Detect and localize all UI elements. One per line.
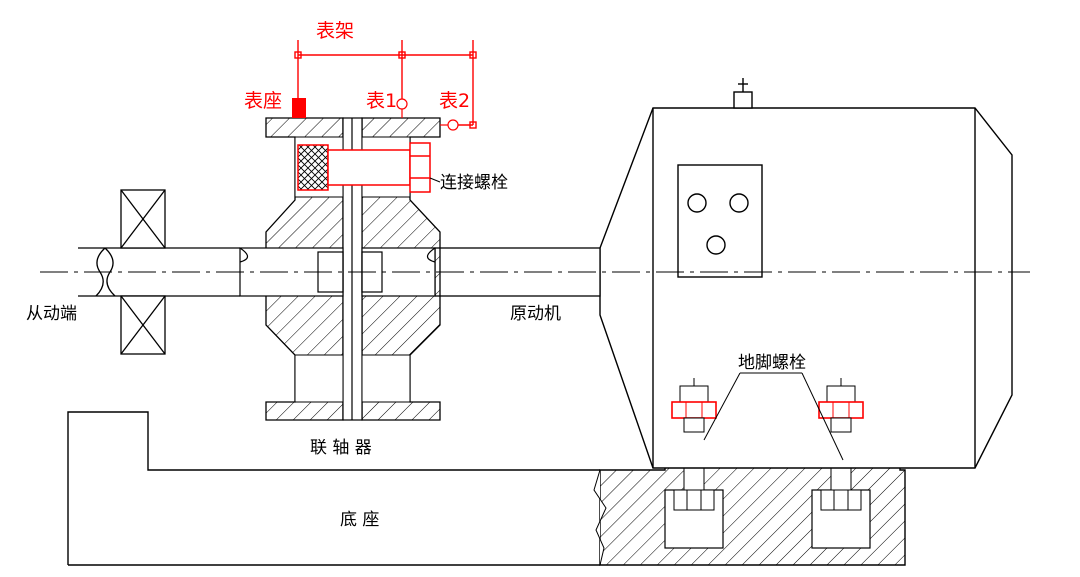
prime-mover-body <box>599 78 1013 469</box>
label-gauge-frame: 表架 <box>316 20 355 42</box>
anchor-bolt-leaders <box>703 372 844 461</box>
label-gauge-2: 表2 <box>439 90 471 112</box>
gauge-1-dial <box>396 98 408 118</box>
connecting-bolt-leader <box>429 177 441 183</box>
label-connecting-bolt: 连接螺栓 <box>440 173 508 193</box>
gauge-base-block <box>292 98 306 118</box>
anchor-bolt-left <box>671 378 717 433</box>
label-anchor-bolt: 地脚螺栓 <box>738 353 806 373</box>
label-gauge-1: 表1 <box>366 90 398 112</box>
gauge-2-dial <box>440 119 459 131</box>
driven-bearing <box>120 189 166 355</box>
label-gauge-base: 表座 <box>244 90 283 112</box>
label-base: 底 座 <box>340 510 380 530</box>
label-coupling: 联 轴 器 <box>310 438 372 458</box>
label-prime-mover: 原动机 <box>510 304 561 324</box>
connecting-bolt <box>297 142 431 193</box>
base-frame <box>67 411 600 566</box>
anchor-bolt-right <box>818 378 864 433</box>
label-driven-end: 从动端 <box>26 304 77 324</box>
gauge-frame <box>294 40 477 129</box>
